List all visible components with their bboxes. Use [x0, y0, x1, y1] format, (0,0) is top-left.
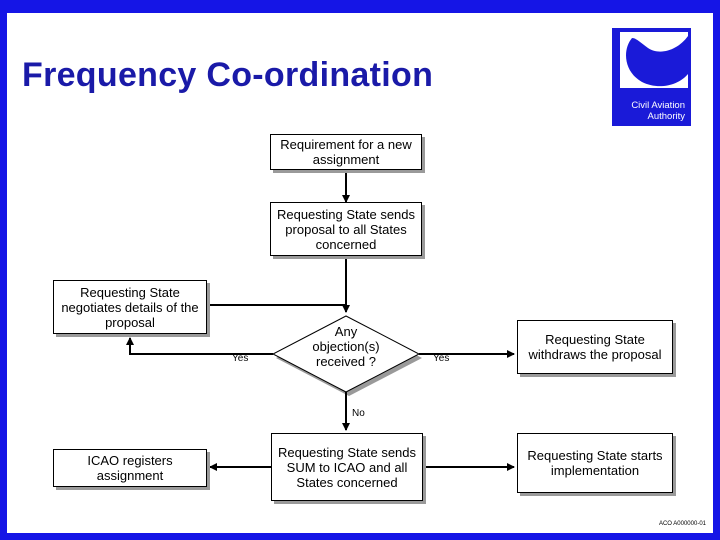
caa-crescent-icon: [620, 32, 688, 88]
logo-line-2: Authority: [647, 111, 686, 122]
edge-decision-yes-left: [126, 337, 273, 355]
node-withdraw: Requesting State withdraws the proposal: [517, 320, 673, 374]
node-send-sum: Requesting State sends SUM to ICAO and a…: [271, 433, 423, 501]
node-negotiate-label: Requesting State negotiates details of t…: [61, 284, 199, 330]
slide-title: Frequency Co-ordination: [22, 56, 434, 94]
edge-label-yes-right: Yes: [433, 353, 450, 364]
caa-logo: Civil Aviation Authority: [612, 28, 691, 126]
node-send-sum-label: Requesting State sends SUM to ICAO and a…: [277, 444, 417, 490]
node-negotiate: Requesting State negotiates details of t…: [53, 280, 207, 334]
edge-label-no: No: [352, 408, 365, 419]
node-proposal-label: Requesting State sends proposal to all S…: [276, 206, 416, 252]
node-icao-register-label: ICAO registers assignment: [87, 453, 173, 483]
node-withdraw-label: Requesting State withdraws the proposal: [528, 332, 662, 362]
logo-line-1: Civil Aviation: [631, 100, 685, 111]
slide-reference: ACO A000000-01: [658, 521, 706, 527]
node-implement: Requesting State starts implementation: [517, 433, 673, 493]
node-proposal: Requesting State sends proposal to all S…: [270, 202, 422, 256]
node-requirement-label: Requirement for a new assignment: [280, 137, 412, 167]
node-decision-label: Any objection(s) received ?: [312, 324, 380, 369]
logo-wordmark: Civil Aviation Authority: [631, 100, 685, 122]
node-icao-register: ICAO registers assignment: [53, 449, 207, 487]
node-implement-label: Requesting State starts implementation: [527, 448, 663, 478]
edge-label-yes-left: Yes: [232, 353, 249, 364]
node-requirement: Requirement for a new assignment: [270, 134, 422, 170]
